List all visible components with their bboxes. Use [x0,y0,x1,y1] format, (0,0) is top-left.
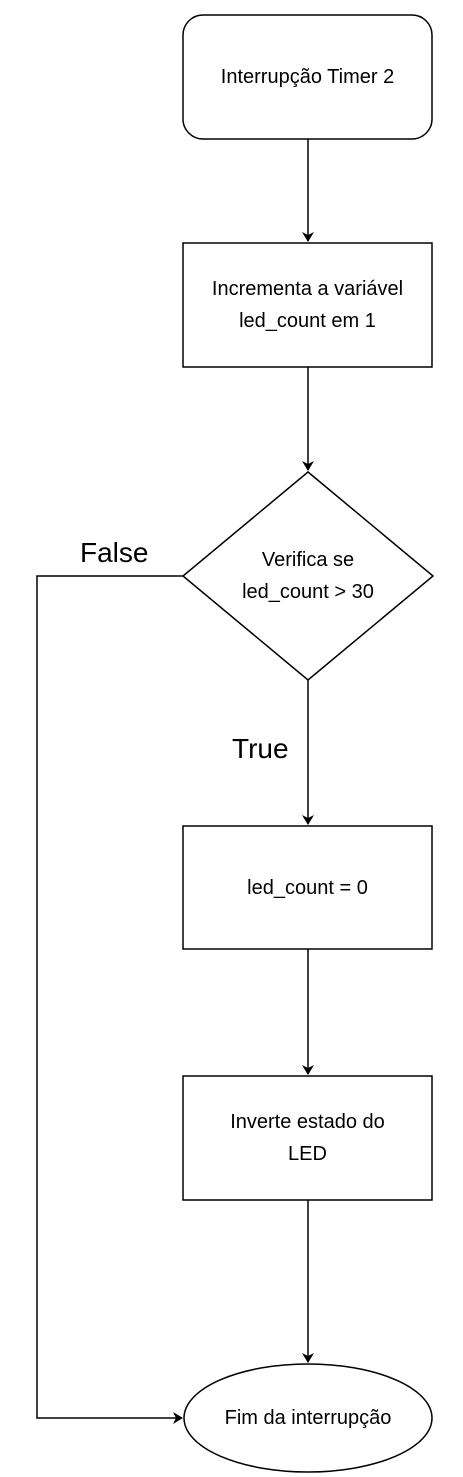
toggle-node-shape [182,1075,433,1201]
increment-node-shape [182,242,433,368]
end-node-shape [183,1363,433,1473]
start-node-text: Interrupção Timer 2 [220,66,395,88]
toggle-node-text: Inverte estado do LED [230,1111,385,1165]
reset-node-shape [182,825,433,950]
decision-node-text: Verifica se led_count > 30 [242,549,374,603]
increment-node-text: Incrementa a variável led_count em 1 [211,278,404,332]
end-node-text: Fim da interrupção [224,1407,392,1429]
true-edge-label: True [232,733,289,764]
false-edge-label: False [80,537,149,568]
edge-decision-false-to-end [36,575,183,1424]
reset-node-text: led_count = 0 [247,876,368,899]
